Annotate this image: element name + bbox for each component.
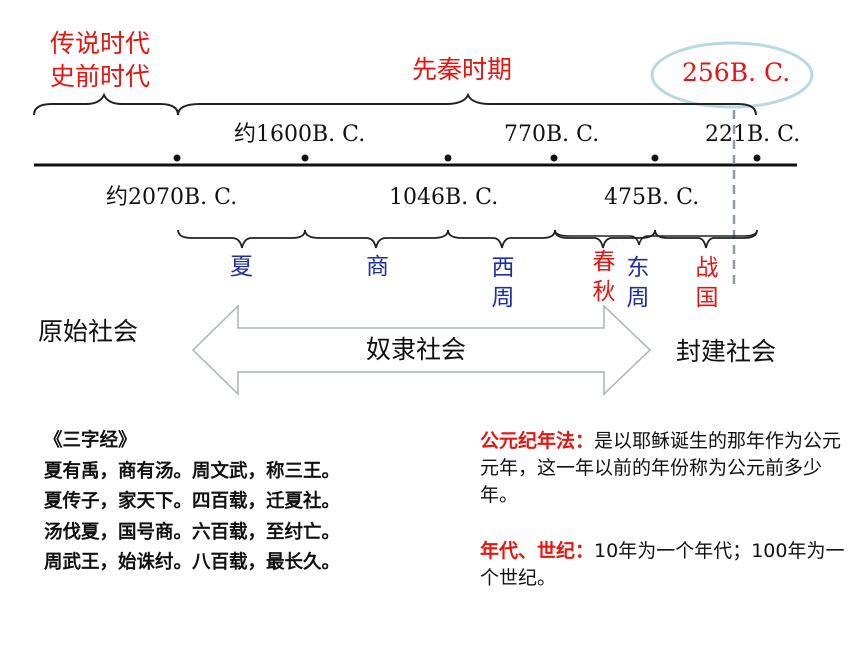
poem-line-1: 夏有禹，商有汤。周文武，称三王。: [44, 460, 341, 482]
brace-eastern-zhou: [554, 229, 758, 246]
highlight-ellipse: [650, 41, 814, 109]
tick-2070: [173, 154, 181, 162]
dynasty-western-zhou: 西周: [491, 255, 515, 311]
poem-line-3: 汤伐夏，国号商。六百载，至纣亡。: [44, 521, 341, 543]
era-prehistoric: 史前时代: [50, 62, 151, 91]
slave-society-arrow: [191, 304, 652, 396]
brace-spring-autumn: [554, 229, 656, 249]
poem-line-4: 周武王，始诛纣。八百载，最长久。: [44, 552, 341, 573]
tick-221: [753, 154, 761, 162]
brace-shang: [304, 229, 449, 249]
date-2070: 约2070B. C.: [106, 185, 238, 210]
date-1046: 1046B. C.: [389, 185, 499, 210]
note-decade-century: 年代、世纪：10年为一个年代；100年为一个世纪。: [480, 538, 845, 592]
date-221: 221B. C.: [705, 122, 801, 147]
note-ad-term: 公元纪年法：: [480, 430, 595, 452]
note-ad-text: 是以耶稣诞生的那年作为公元元年，这一年以前的年份称为公元前多少年。: [480, 430, 842, 506]
dynasty-warring-states: 战国: [695, 255, 719, 311]
dynasty-eastern-zhou: 东周: [626, 255, 650, 311]
era-legend: 传说时代: [50, 29, 151, 58]
dynasty-shang: 商: [366, 254, 389, 280]
poem-block: 《三字经》 夏有禹，商有汤。周文武，称三王。 夏传子，家天下。四百载，迁夏社。 …: [44, 426, 340, 579]
tick-1600: [301, 154, 309, 162]
tick-475: [651, 154, 659, 162]
date-475: 475B. C.: [604, 185, 700, 210]
year-256: 256B. C.: [682, 58, 791, 87]
note-decade-text: 10年为一个年代；100年为一个世纪。: [480, 540, 845, 589]
poem-title: 《三字经》: [44, 430, 137, 451]
date-1600: 约1600B. C.: [234, 122, 366, 147]
dynasty-spring-autumn: 春秋: [592, 249, 616, 305]
tick-1046: [444, 154, 452, 162]
society-primitive: 原始社会: [38, 317, 139, 346]
society-slave: 奴隶社会: [366, 335, 467, 364]
dynasty-xia: 夏: [230, 254, 253, 280]
brace-xia: [177, 229, 306, 249]
tick-770: [550, 154, 558, 162]
brace-pre-qin: [177, 92, 757, 116]
note-decade-term: 年代、世纪：: [480, 540, 595, 562]
brace-prehistoric: [33, 92, 179, 116]
note-ad-dating: 公元纪年法：是以耶稣诞生的那年作为公元元年，这一年以前的年份称为公元前多少年。: [480, 428, 845, 509]
date-770: 770B. C.: [504, 122, 600, 147]
society-feudal: 封建社会: [676, 337, 777, 366]
brace-warring-states: [654, 229, 758, 249]
poem-line-2: 夏传子，家天下。四百载，迁夏社。: [44, 491, 341, 512]
brace-western-zhou: [447, 229, 556, 249]
era-pre-qin: 先秦时期: [412, 55, 513, 84]
